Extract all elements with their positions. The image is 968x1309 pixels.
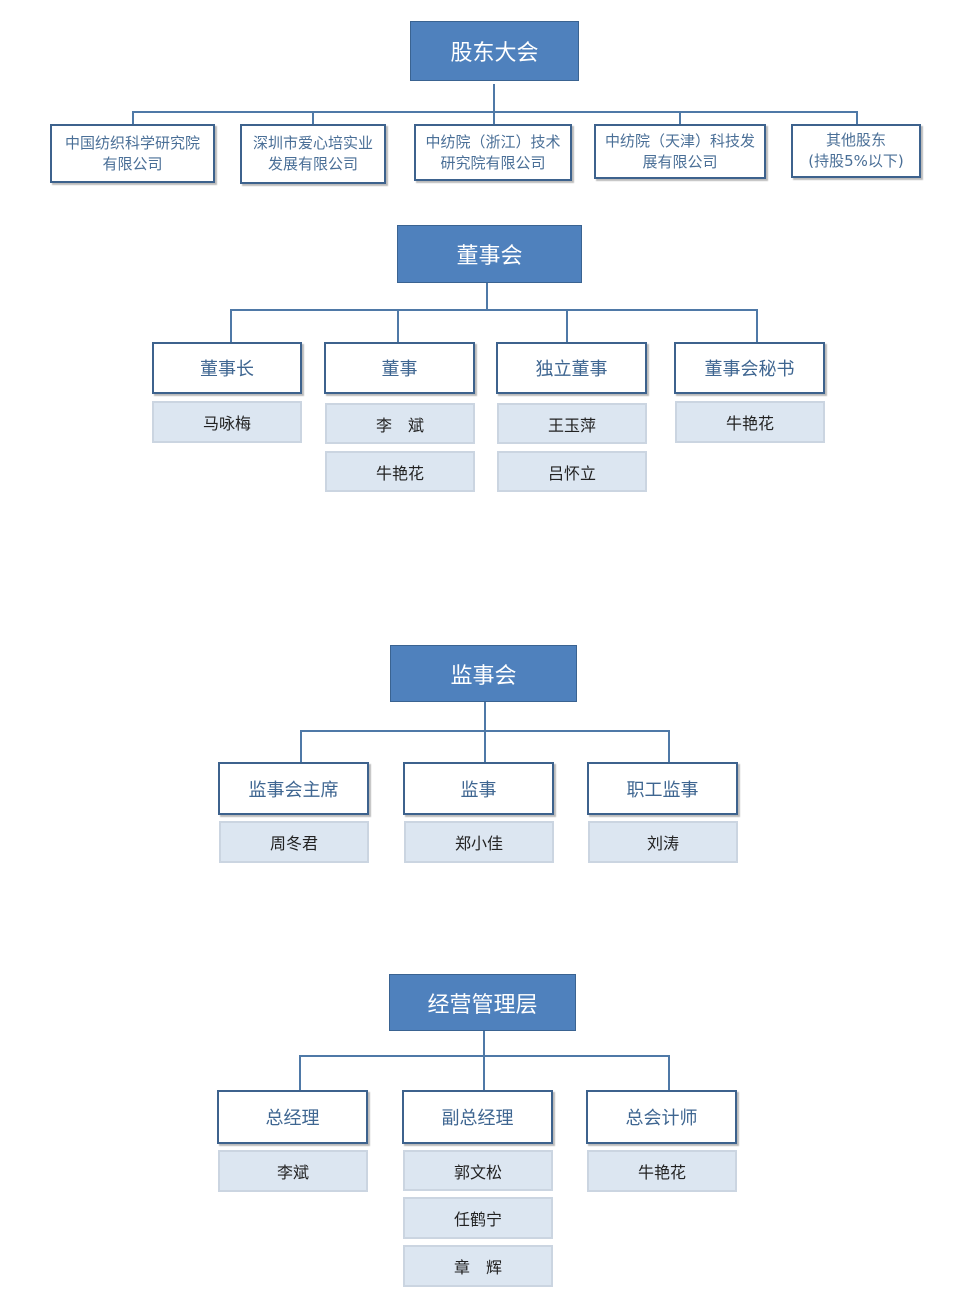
connector [566,309,568,343]
person-box: 章 辉 [403,1245,553,1287]
connector [300,730,302,763]
shareholder-box: 中纺院（浙江）技术 研究院有限公司 [414,124,572,181]
connector [756,309,758,343]
connector [132,111,134,126]
shareholder-box: 深圳市爱心培实业 发展有限公司 [240,124,386,184]
connector [230,309,232,343]
supervisory-role-staff-supervisor: 职工监事 [587,762,738,815]
connector [679,111,681,126]
supervisory-role-supervisor: 监事 [403,762,554,815]
shareholder-box: 中纺院（天津）科技发 展有限公司 [594,124,766,179]
person-box: 任鹤宁 [403,1197,553,1239]
person-box: 牛艳花 [587,1150,737,1192]
connector [668,730,670,763]
shareholder-box: 中国纺织科学研究院 有限公司 [50,124,215,183]
person-box: 吕怀立 [497,451,647,492]
board-role-director: 董事 [324,342,475,394]
management-role-general-manager: 总经理 [217,1090,368,1144]
person-box: 王玉萍 [497,403,647,444]
connector [856,111,858,126]
board-role-chairman: 董事长 [152,342,302,394]
person-box: 李 斌 [325,403,475,444]
person-box: 牛艳花 [325,451,475,492]
person-box: 牛艳花 [675,401,825,443]
person-box: 周冬君 [219,821,369,863]
person-box: 马咏梅 [152,401,302,443]
board-header: 董事会 [397,225,582,283]
person-box: 刘涛 [588,821,738,863]
connector [230,309,758,311]
shareholder-box: 其他股东 (持股5%以下) [791,124,921,178]
connector [132,111,858,113]
supervisory-role-chairman: 监事会主席 [218,762,369,815]
connector [484,730,486,763]
board-role-independent-director: 独立董事 [496,342,647,394]
connector [483,1055,485,1091]
connector [493,84,495,113]
connector [493,111,495,126]
connector [486,283,488,311]
management-role-deputy-general-manager: 副总经理 [402,1090,553,1144]
connector [299,1055,301,1091]
connector [483,1031,485,1057]
connector [484,702,486,732]
management-header: 经营管理层 [389,974,576,1031]
shareholders-meeting-header: 股东大会 [410,21,579,81]
supervisory-board-header: 监事会 [390,645,577,702]
connector [397,309,399,343]
person-box: 李斌 [218,1150,368,1192]
connector [668,1055,670,1091]
person-box: 郭文松 [403,1150,553,1191]
board-role-secretary: 董事会秘书 [674,342,825,394]
connector [312,111,314,126]
person-box: 郑小佳 [404,821,554,863]
management-role-chief-accountant: 总会计师 [586,1090,737,1144]
